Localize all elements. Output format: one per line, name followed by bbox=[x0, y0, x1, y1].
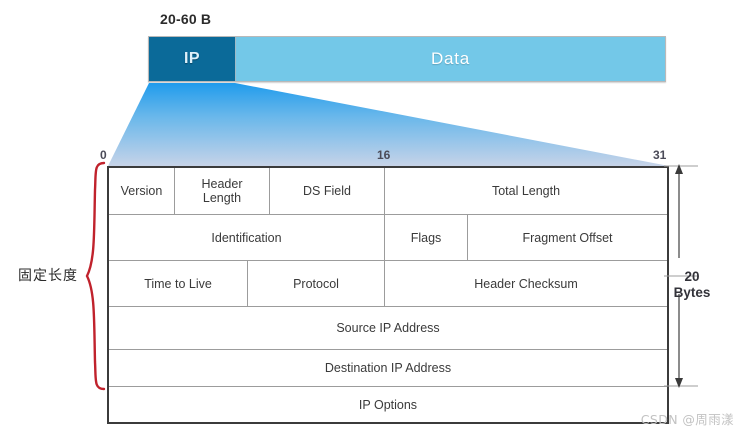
cell-identification: Identification bbox=[109, 215, 385, 260]
table-row: Version Header Length DS Field Total Len… bbox=[109, 168, 667, 215]
cell-time-to-live: Time to Live bbox=[109, 261, 248, 306]
packet-size-label: 20-60 B bbox=[160, 11, 212, 27]
table-row: Identification Flags Fragment Offset bbox=[109, 215, 667, 261]
cell-source-ip-address: Source IP Address bbox=[336, 321, 440, 335]
cell-protocol: Protocol bbox=[248, 261, 385, 306]
cell-header-length: Header Length bbox=[175, 168, 270, 214]
cell-version: Version bbox=[109, 168, 175, 214]
ruler-tick-0: 0 bbox=[100, 148, 107, 162]
packet-bar: IP Data bbox=[148, 36, 666, 82]
packet-segment-ip: IP bbox=[149, 37, 236, 81]
ruler-tick-16: 16 bbox=[377, 148, 391, 162]
watermark: CSDN @周雨漾 bbox=[640, 412, 734, 427]
table-row: Time to Live Protocol Header Checksum bbox=[109, 261, 667, 307]
cell-fragment-offset: Fragment Offset bbox=[522, 230, 613, 245]
packet-segment-data: Data bbox=[236, 37, 665, 81]
table-row: IP Options bbox=[109, 387, 667, 422]
ruler-tick-31: 31 bbox=[653, 148, 667, 162]
cell-header-checksum: Header Checksum bbox=[474, 276, 578, 291]
cell-total-length: Total Length bbox=[491, 184, 561, 198]
size-dimension-label: 20 Bytes bbox=[673, 269, 711, 300]
cell-ip-options: IP Options bbox=[358, 397, 418, 412]
table-row: Source IP Address bbox=[109, 307, 667, 350]
cell-ds-field: DS Field bbox=[270, 168, 385, 214]
fixed-length-brace-icon bbox=[85, 161, 106, 391]
ip-header-table: Version Header Length DS Field Total Len… bbox=[107, 166, 669, 424]
cell-flags: Flags bbox=[385, 215, 468, 260]
cell-destination-ip-address: Destination IP Address bbox=[324, 361, 452, 375]
fixed-length-label: 固定长度 bbox=[18, 268, 78, 284]
table-row: Destination IP Address bbox=[109, 350, 667, 387]
